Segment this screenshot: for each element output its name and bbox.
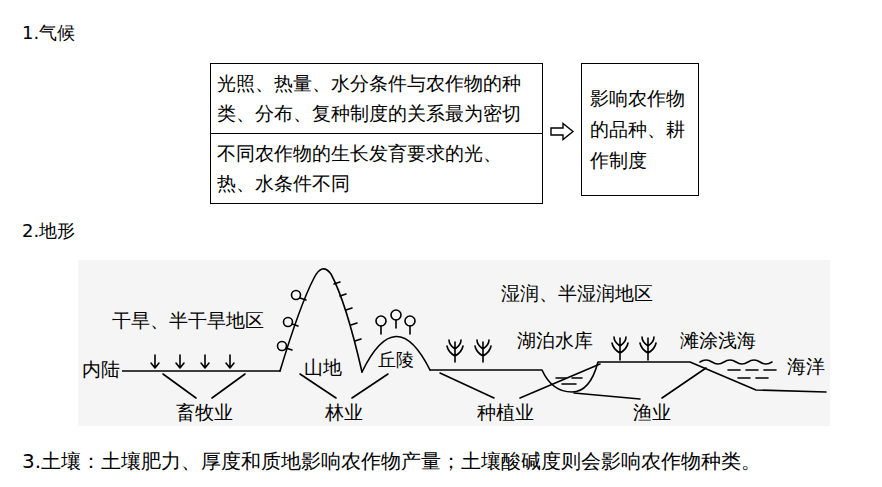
- box-text: 影响农作物的品种、耕作制度: [582, 64, 698, 195]
- box-text: 不同农作物的生长发育要求的光、热、水条件不同: [211, 133, 542, 203]
- text-label: 畜牧业: [174, 401, 235, 424]
- hollow-arrow: [551, 124, 573, 140]
- sea-water: [700, 360, 776, 378]
- text-label: 海洋: [785, 355, 827, 378]
- text-label: 内陆: [80, 358, 122, 381]
- inland-ground: [122, 370, 280, 372]
- mountain-hatches: [334, 282, 361, 341]
- text-label: 湖泊水库: [515, 329, 595, 352]
- text-label: 湿润、半湿润地区: [499, 282, 655, 305]
- dry-arrows: [151, 355, 234, 368]
- trees: [278, 291, 416, 351]
- text-label: 山地: [304, 356, 342, 379]
- text-label: 林业: [323, 401, 365, 424]
- text-label: 滩涂浅海: [678, 329, 758, 352]
- text-label: 干旱、半干旱地区: [110, 309, 266, 332]
- illustration-panel: [78, 260, 830, 426]
- lowland-ground: [430, 362, 826, 392]
- box-text: 光照、热量、水分条件与农作物的种类、分布、复种制度的关系最为密切: [211, 64, 542, 133]
- text-label: 2.地形: [22, 220, 75, 242]
- text-box: 光照、热量、水分条件与农作物的种类、分布、复种制度的关系最为密切不同农作物的生长…: [210, 63, 543, 204]
- text-label: 种植业: [475, 401, 536, 424]
- hill-outline: [362, 336, 430, 372]
- leader-lines: [163, 364, 706, 399]
- text-label: 1.气候: [22, 22, 75, 44]
- text-label: 3.土壤：土壤肥力、厚度和质地影响农作物产量；土壤酸碱度则会影响农作物种类。: [22, 449, 761, 473]
- text-label: 渔业: [631, 401, 673, 424]
- text-label: 丘陵: [378, 350, 414, 371]
- text-box: 影响农作物的品种、耕作制度: [581, 63, 699, 196]
